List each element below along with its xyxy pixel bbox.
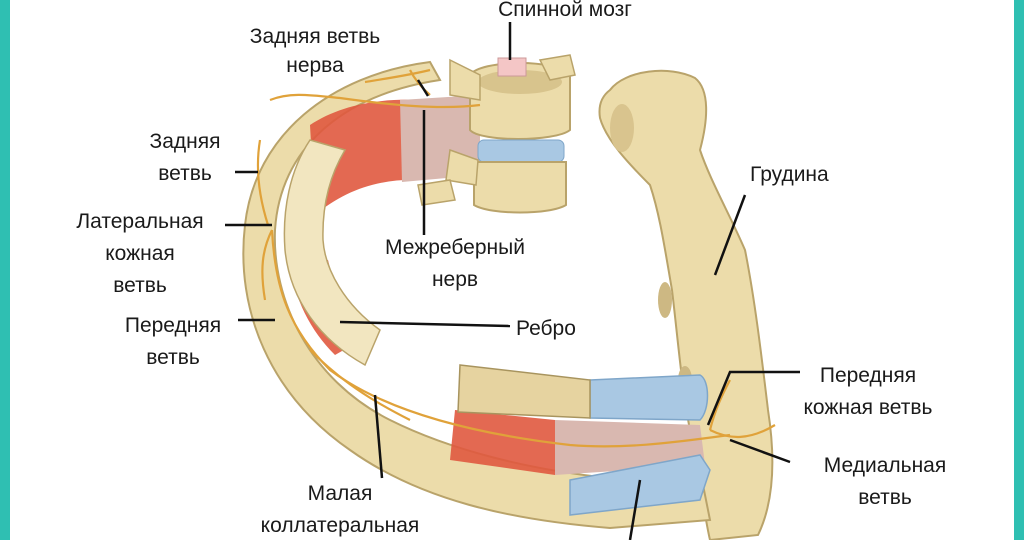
vertebra [449,54,576,140]
leader-line-anterior-cutaneous [706,370,800,426]
leader-line-medial-branch [729,438,791,464]
sternum-notch [610,104,634,152]
label-text: Передняя [819,364,917,387]
intercostal-muscle [450,410,555,475]
label-text: ветвь [113,274,167,297]
label-spinal-cord: Спинной мозг [450,0,680,22]
sternum-shape [598,69,774,540]
label-text: Задняя ветвь [249,25,381,48]
label-text: нерв [431,268,479,291]
label-posterior-branch: Задняя ветвь [135,126,235,190]
leader-line-rib [339,320,511,328]
costal-cartilage [589,374,709,421]
label-anterior-branch: Передняя ветвь [108,310,238,374]
label-text: ветвь [858,486,912,509]
leader-line-sternum [713,194,747,276]
label-text: Спинной мозг [498,0,632,21]
label-text: Медиальная [823,454,947,477]
label-text: ветвь [146,346,200,369]
label-posterior-branch-nerve: Задняя ветвь нерва [215,22,415,80]
label-lateral-cutaneous: Латеральная кожная ветвь [50,206,230,302]
label-text: Грудина [750,163,829,186]
label-text: Передняя [124,314,222,337]
label-text: ветвь [158,162,212,185]
label-rib: Ребро [516,316,576,341]
rib-cut-end [457,364,591,419]
label-sternum: Грудина [750,162,829,187]
sternum-facet [658,282,672,318]
label-small-collateral: Малая коллатеральная [225,478,455,540]
label-intercostal-nerve: Межреберный нерв [355,232,555,296]
intervertebral-disc [477,139,565,163]
label-text: Малая [307,482,373,505]
anatomy-diagram: Спинной мозг Задняя ветвь нерва Задняя в… [10,0,1014,540]
label-text: Задняя [149,130,221,153]
diagram-illustration [225,22,800,540]
label-text: кожная [105,242,175,265]
label-text: кожная ветвь [803,396,933,419]
intercostal-muscle [310,99,422,215]
leader-line-small-collateral [373,394,384,479]
leader-line-posterior-branch-nerve [416,79,430,97]
label-text: коллатеральная [260,514,420,537]
label-text: нерва [286,54,344,77]
label-anterior-cutaneous: Передняя кожная ветвь [768,360,968,424]
label-text: Межреберный [385,236,525,259]
label-text: Ребро [516,317,576,340]
rib-inner [283,139,381,367]
label-medial-branch: Медиальная ветвь [800,450,970,514]
label-text: Латеральная [76,210,204,233]
leader-line-bottom [628,479,642,540]
leader-lines [225,22,800,540]
vertebra [417,148,567,214]
